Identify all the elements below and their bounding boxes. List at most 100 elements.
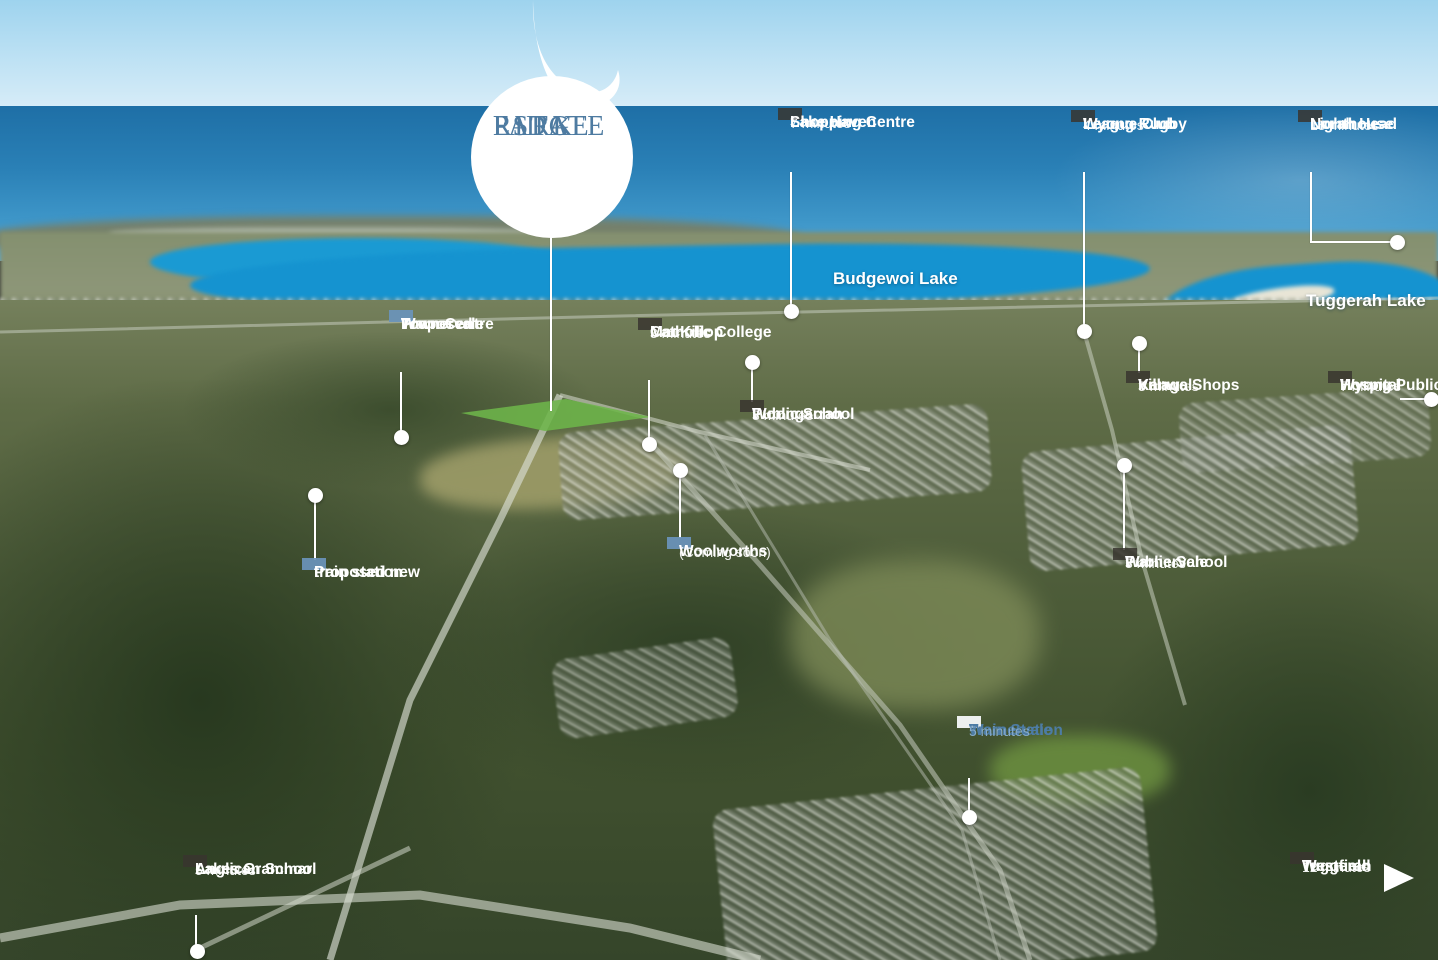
leader-line-warnervale-station <box>968 778 970 813</box>
marker-dot-norah-head <box>1390 235 1405 250</box>
label-line: Lighthouse <box>1310 116 1394 133</box>
label-line: Town Centre <box>401 316 494 333</box>
marker-dot-woolworths <box>673 463 688 478</box>
label-line: Westfield <box>1302 858 1371 875</box>
label-minutes: 3 minutes <box>650 325 711 341</box>
label-line: Catholic College <box>650 324 772 341</box>
label-kanwal-village-shops: Kanwal Village Shops 3 minutes <box>1126 371 1239 394</box>
marker-dot-woongarrah <box>745 355 760 370</box>
label-line: MacKillop <box>650 324 724 341</box>
label-line: train station <box>314 564 403 581</box>
railway <box>703 434 1002 960</box>
leader-line-lakes-grammar <box>195 915 197 948</box>
label-line: Hospital <box>1340 377 1402 394</box>
label-line: Lakes Grammar <box>195 861 313 878</box>
label-proposed-warnervale-town-centre: Proposed Warnervale Town Centre <box>389 310 494 333</box>
label-line: Proposed new <box>314 564 420 581</box>
ridge-park-estate-logo-icon <box>471 0 633 238</box>
label-line: League Club <box>1083 116 1177 133</box>
leader-line-warnervale-ps <box>1123 470 1125 550</box>
kanwal-road <box>1083 334 1187 706</box>
leader-line-norah-head-h <box>1310 241 1398 243</box>
label-line: Woolworths <box>679 543 768 560</box>
label-line: Norah Head <box>1310 116 1397 133</box>
label-line: Wyong Public <box>1340 377 1438 394</box>
label-minutes: 5 minutes <box>969 723 1030 739</box>
marker-dot-wyong-rugby <box>1077 324 1092 339</box>
leader-line-lake-haven <box>790 172 792 310</box>
leader-line-norah-head-v <box>1310 172 1312 243</box>
sky <box>0 0 1438 112</box>
label-mackillop-catholic-college: MacKillop Catholic College 3 minutes <box>638 318 771 341</box>
label-woongarrah-public-school: Woongarrah Public School 3 minutes <box>740 400 854 423</box>
water-label-budgewoi: Budgewoi Lake <box>833 269 958 288</box>
leader-line-mackillop <box>648 380 650 440</box>
label-lake-haven-shopping-centre: Lake Haven Shopping Centre 7 minutes <box>778 108 915 131</box>
label-minutes: 3 minutes <box>1125 555 1186 571</box>
label-minutes: 7 minutes <box>790 115 851 131</box>
water-label-tuggerah: Tuggerah Lake <box>1306 291 1426 310</box>
main-road <box>326 393 564 960</box>
bottom-highway <box>0 890 762 960</box>
label-line: Tuggerah <box>1302 858 1372 875</box>
label-subtext: (Coming soon) <box>679 544 771 560</box>
link-road <box>559 393 871 472</box>
label-line: Warnervale <box>969 722 1052 739</box>
leader-line-proposed-station <box>314 500 316 560</box>
label-minutes: 12 minutes <box>1302 859 1371 875</box>
marker-dot-lakes-grammar <box>190 944 205 959</box>
label-line: Public School <box>1125 554 1228 571</box>
label-line: Train Station <box>969 722 1063 739</box>
label-norah-head-lighthouse: Norah Head Lighthouse 15 minutes <box>1298 110 1397 133</box>
label-proposed-new-train-station: Proposed new train station <box>302 558 420 581</box>
label-lakes-grammar-anglican-school: Lakes Grammar Anglican School 5 minutes <box>183 855 316 878</box>
leader-line-kanwal <box>1138 348 1140 373</box>
label-line: Warnervale <box>1125 554 1208 571</box>
shore-road <box>0 296 1438 334</box>
label-line: Wyong Rugby <box>1083 116 1187 133</box>
label-warnervale-train-station: Warnervale Train Station 5 minutes <box>957 716 1063 739</box>
label-line: Anglican School <box>195 861 317 878</box>
field-patch <box>790 560 1040 710</box>
leader-line-wyong-rugby <box>1083 172 1085 330</box>
logo-word: RIDGE <box>493 111 592 142</box>
label-minutes: 3 minutes <box>752 407 813 423</box>
label-line: Proposed <box>401 316 473 333</box>
logo-word: ESTATE <box>493 111 607 142</box>
marker-dot-warnervale-station <box>962 810 977 825</box>
label-line: Village Shops <box>1138 377 1240 394</box>
marker-dot-proposed-station <box>308 488 323 503</box>
leader-line-logo-stem <box>550 235 552 411</box>
marker-dot-town-centre <box>394 430 409 445</box>
label-line: Public School <box>752 406 855 423</box>
label-minutes: 15 minutes <box>1310 117 1379 133</box>
leader-line-wyong-hospital <box>1400 398 1428 400</box>
marker-dot-wyong-hospital <box>1424 392 1438 407</box>
estate-parcel-highlight <box>461 399 651 431</box>
label-woolworths-coming-soon: Woolworths (Coming soon) <box>667 537 771 560</box>
marker-dot-mackillop <box>642 437 657 452</box>
label-wyong-rugby-league-club: Wyong Rugby League Club 4 minutes <box>1071 110 1187 133</box>
label-wyong-public-hospital: Wyong Public Hospital 7 minutes <box>1328 371 1438 394</box>
label-line: Warnervale <box>401 316 484 333</box>
leader-line-woongarrah <box>751 366 753 402</box>
label-minutes: 5 minutes <box>195 862 256 878</box>
leader-line-town-centre <box>400 372 402 434</box>
leader-line-woolworths <box>679 475 681 538</box>
label-minutes: 4 minutes <box>1083 117 1144 133</box>
marker-dot-lake-haven <box>784 304 799 319</box>
marker-dot-kanwal <box>1132 336 1147 351</box>
logo-circle <box>471 76 633 238</box>
label-line: Shopping Centre <box>790 114 915 131</box>
label-line: Kanwal <box>1138 377 1193 394</box>
label-line: Woongarrah <box>752 406 843 423</box>
label-warnervale-public-school: Warnervale Public School 3 minutes <box>1113 548 1227 571</box>
label-line: Lake Haven <box>790 114 877 131</box>
school-road <box>194 845 412 953</box>
label-minutes: 7 minutes <box>1340 378 1401 394</box>
rail-corridor <box>646 438 1033 960</box>
marker-dot-warnervale-ps <box>1117 458 1132 473</box>
logo-word: PARK <box>493 111 576 142</box>
